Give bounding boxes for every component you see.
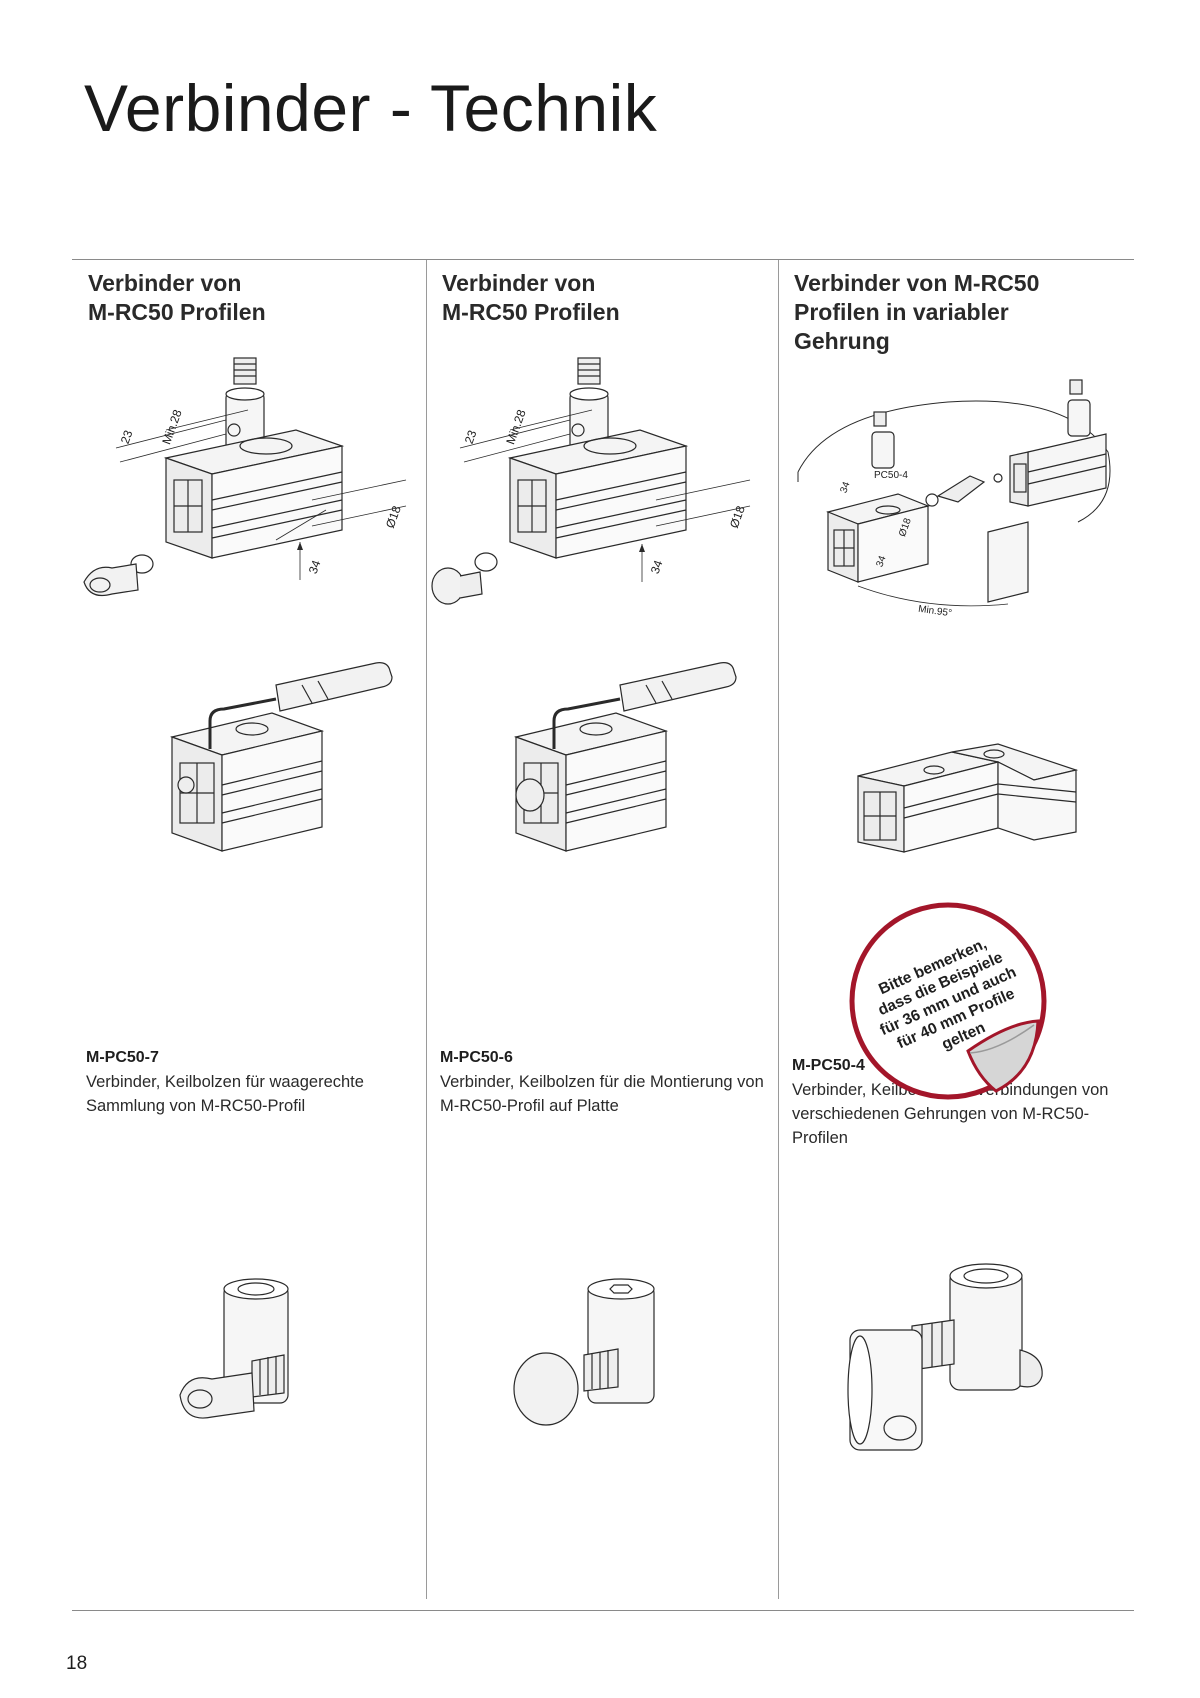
column-horizontal-connector: Verbinder von M-RC50 Profilen [72, 260, 424, 1600]
connector-part-drawing [830, 1260, 1070, 1460]
profile-assembly-drawing [506, 655, 766, 865]
product-info: M-PC50-7 Verbinder, Keilbolzen für waage… [86, 1046, 416, 1118]
column-divider [778, 260, 779, 1599]
bottom-rule [72, 1610, 1134, 1611]
product-code: M-PC50-7 [86, 1049, 159, 1066]
product-info: M-PC50-6 Verbinder, Keilbolzen für die M… [440, 1046, 770, 1118]
exploded-assembly-drawing [430, 350, 780, 630]
notice-badge: Bitte bemerken, dass die Beispiele für 3… [848, 901, 1048, 1101]
column-divider [426, 260, 427, 1599]
exploded-assembly-drawing [788, 372, 1118, 632]
part-label: PC50-4 [874, 470, 908, 481]
product-description: Verbinder, Keilbolzen für waagerechte Sa… [86, 1073, 364, 1115]
page-title: Verbinder - Technik [84, 71, 658, 145]
column-heading: Verbinder von M-RC50 Profilen [88, 270, 266, 325]
product-code: M-PC50-6 [440, 1049, 513, 1066]
connector-part-drawing [510, 1275, 690, 1445]
notice-badge-ring [849, 902, 1047, 1100]
exploded-assembly-drawing [76, 350, 426, 630]
column-variable-miter-connector: Verbinder von M-RC50 Profilen in variabl… [778, 260, 1130, 1600]
top-rule [72, 259, 1134, 260]
page-number: 18 [66, 1653, 88, 1674]
product-info: M-PC50-4 Verbinder, Keilbolzen für Verbi… [792, 1054, 1122, 1150]
product-code: M-PC50-4 [792, 1057, 865, 1074]
column-plate-connector: Verbinder von M-RC50 Profilen [426, 260, 778, 1600]
connector-part-drawing [172, 1275, 352, 1445]
mitered-profile-drawing [848, 722, 1088, 872]
column-heading: Verbinder von M-RC50 Profilen in variabl… [794, 270, 1040, 354]
product-description: Verbinder, Keilbolzen für die Montierung… [440, 1073, 764, 1115]
column-heading: Verbinder von M-RC50 Profilen [442, 270, 620, 325]
profile-assembly-drawing [162, 655, 422, 865]
